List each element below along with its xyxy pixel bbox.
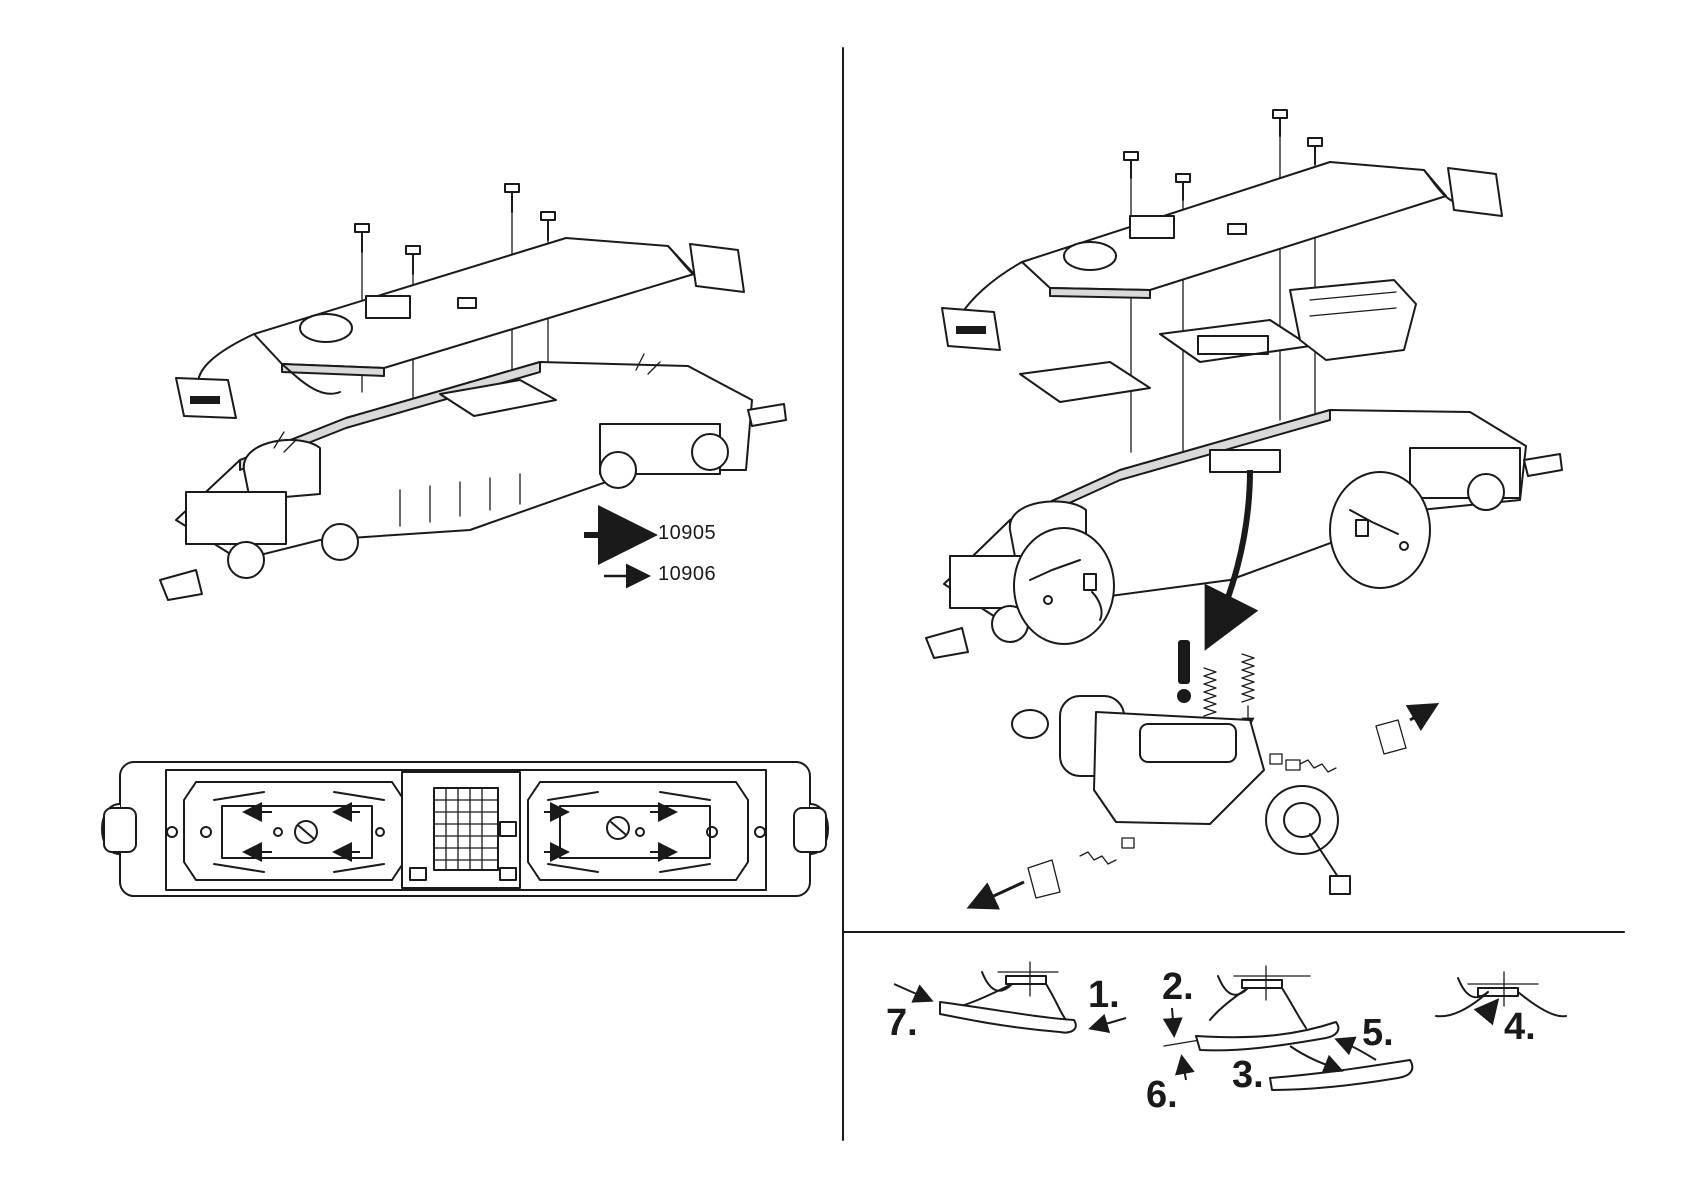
motor-cover <box>1290 280 1416 360</box>
step-number-3: 3. <box>1232 1054 1264 1097</box>
step-number-6: 6. <box>1146 1074 1178 1117</box>
screw-icon <box>1273 110 1287 420</box>
step-number-1: 1. <box>1088 974 1120 1017</box>
legend-label-10905: 10905 <box>658 522 716 545</box>
contact-spring-steps-diagram <box>894 962 1566 1090</box>
underside-view-diagram <box>102 762 828 896</box>
bogie-front <box>600 424 728 488</box>
detail-magnifier-right <box>1330 472 1430 588</box>
coil-spring-icon <box>1242 654 1254 728</box>
step-number-4: 4. <box>1504 1006 1536 1049</box>
step-number-7: 7. <box>886 1002 918 1045</box>
warning-exclamation-icon <box>1177 640 1191 703</box>
step-number-5: 5. <box>1362 1012 1394 1055</box>
detail-magnifier-left <box>1014 528 1114 644</box>
legend-label-10906: 10906 <box>658 563 716 586</box>
right-exploded-chassis-diagram <box>926 110 1562 906</box>
step-number-2: 2. <box>1162 966 1194 1009</box>
spring-step-group-c <box>1436 972 1566 1016</box>
motor-unit <box>1012 696 1350 894</box>
screw-icon <box>1124 152 1138 452</box>
